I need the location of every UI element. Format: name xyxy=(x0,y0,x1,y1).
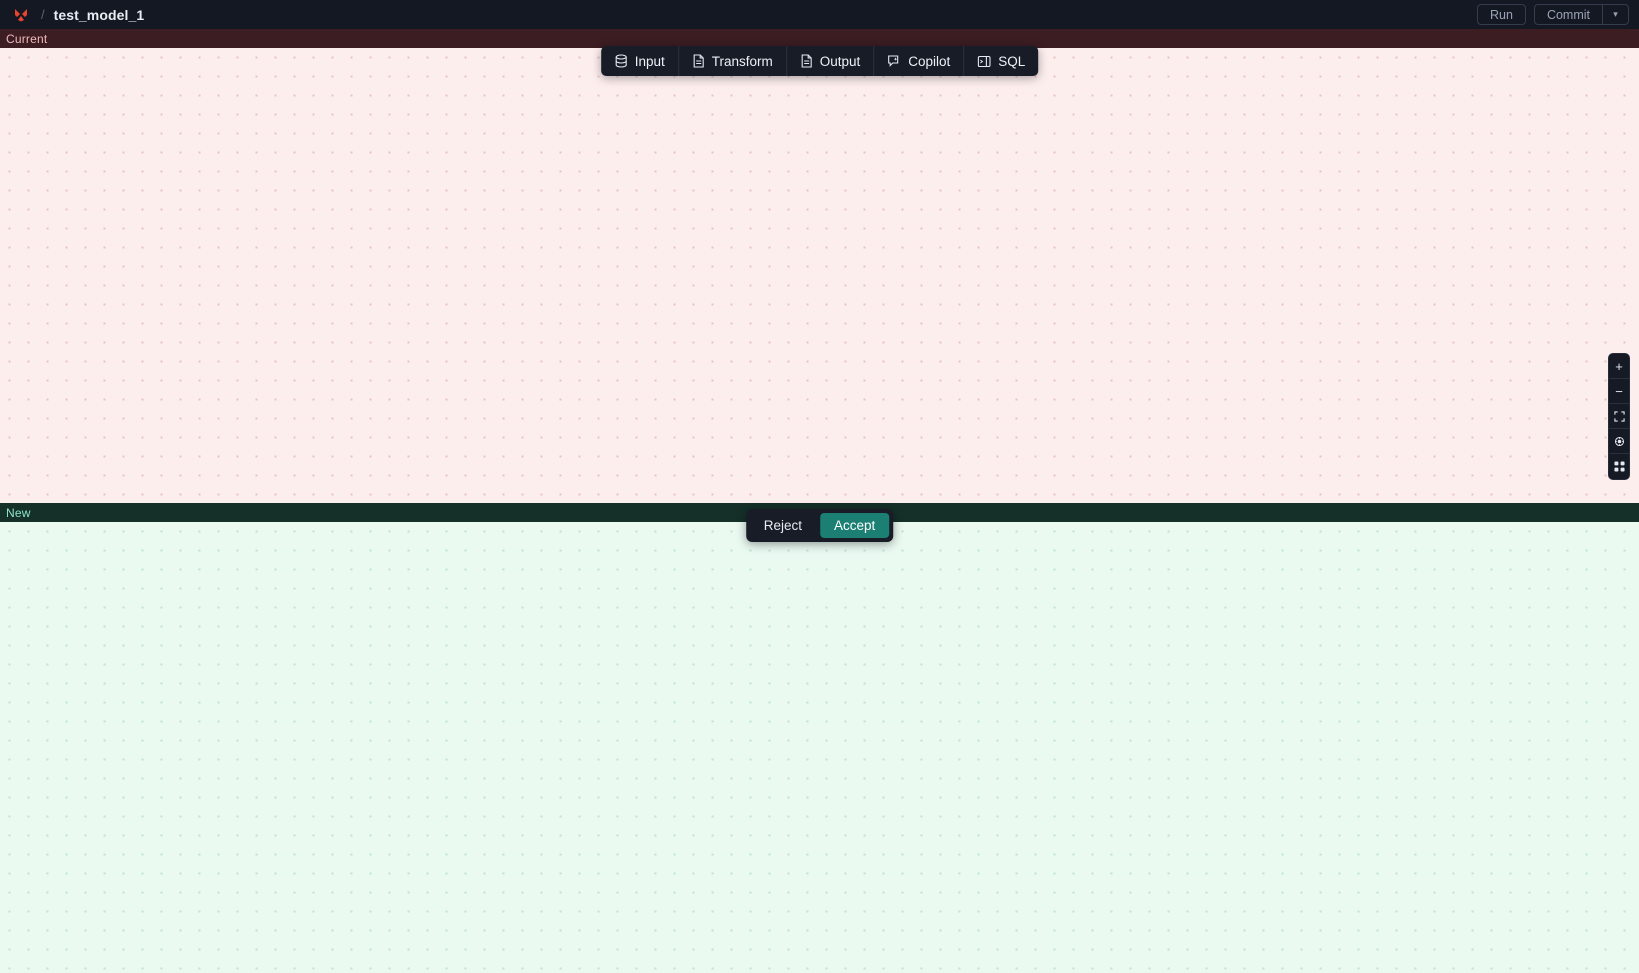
panel-current-label: Current xyxy=(0,29,1639,48)
node-palette-toolbar: Input Transform Output xyxy=(600,46,1039,76)
toolbar-item-transform[interactable]: Transform xyxy=(679,46,787,76)
sql-panel-icon xyxy=(977,55,991,68)
edge-connectors xyxy=(0,522,1639,973)
x-mark-logo-icon[interactable] xyxy=(10,5,32,25)
commit-button[interactable]: Commit xyxy=(1546,7,1590,22)
toolbar-item-sql[interactable]: SQL xyxy=(964,46,1038,76)
panel-new: New xyxy=(0,503,1639,973)
canvas-current[interactable] xyxy=(0,48,1639,503)
panel-current: Current + − xyxy=(0,29,1639,503)
toolbar-label-copilot: Copilot xyxy=(908,53,951,69)
database-icon xyxy=(614,54,628,68)
canvas-new[interactable]: fct_github_pull_requests ▷ ⋯ Model Name … xyxy=(0,522,1639,973)
toolbar-item-copilot[interactable]: Copilot xyxy=(874,46,965,76)
file-icon xyxy=(692,54,705,68)
run-button[interactable]: Run xyxy=(1477,4,1526,25)
top-bar-actions: Run Commit ▾ xyxy=(1477,4,1629,25)
commit-button-group[interactable]: Commit ▾ xyxy=(1533,4,1629,25)
lock-target-icon[interactable] xyxy=(1609,429,1629,454)
minus-icon[interactable]: − xyxy=(1609,379,1629,404)
toolbar-label-sql: SQL xyxy=(998,53,1026,69)
reject-button[interactable]: Reject xyxy=(750,513,816,538)
top-bar: / test_model_1 Run Commit ▾ xyxy=(0,0,1639,29)
toolbar-label-input: Input xyxy=(634,53,665,69)
chevron-down-icon[interactable]: ▾ xyxy=(1602,5,1628,24)
page-title: test_model_1 xyxy=(53,6,145,23)
accept-button[interactable]: Accept xyxy=(819,513,890,538)
grid-icon[interactable] xyxy=(1609,454,1629,479)
decision-bar: Reject Accept xyxy=(745,509,894,542)
breadcrumb-separator: / xyxy=(41,7,45,22)
zoom-controls-current[interactable]: + − xyxy=(1608,353,1630,480)
fit-view-icon[interactable] xyxy=(1609,404,1629,429)
toolbar-label-output: Output xyxy=(819,53,861,69)
file-icon xyxy=(800,54,813,68)
sparkle-chat-icon xyxy=(887,54,901,68)
toolbar-label-transform: Transform xyxy=(711,53,773,69)
toolbar-item-output[interactable]: Output xyxy=(787,46,875,76)
plus-icon[interactable]: + xyxy=(1609,354,1629,379)
toolbar-item-input[interactable]: Input xyxy=(601,46,679,76)
